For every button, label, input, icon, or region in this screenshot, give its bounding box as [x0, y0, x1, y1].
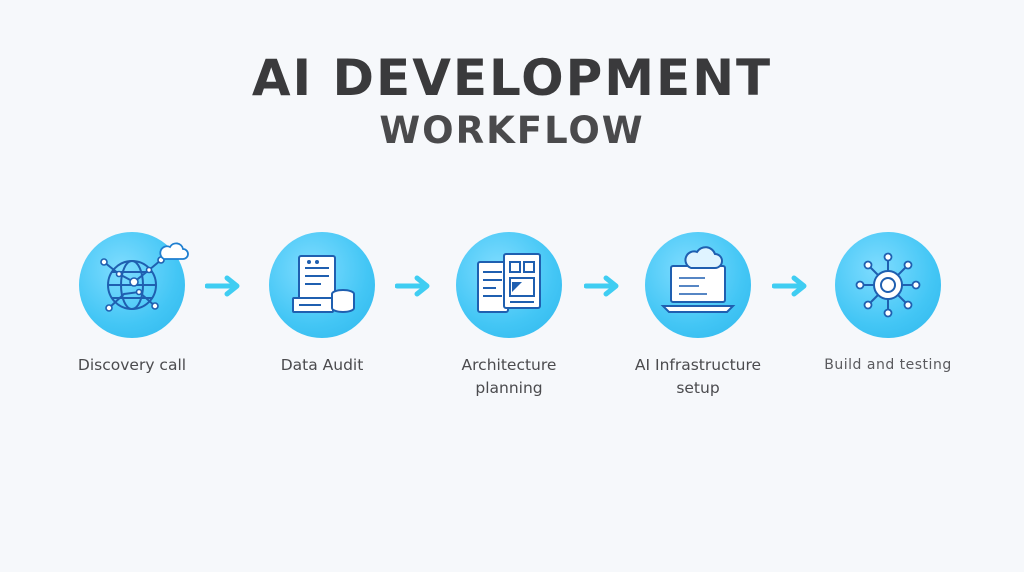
title-line-2: WORKFLOW — [379, 109, 645, 152]
laptop-cloud-icon — [660, 246, 736, 313]
step-label: Discovery call — [77, 356, 187, 374]
document-database-icon — [292, 255, 355, 313]
globe-network-icon — [100, 256, 165, 312]
step-discovery-call: Discovery call — [47, 232, 217, 377]
arrow-right-icon — [395, 275, 430, 297]
cloud-icon — [159, 242, 189, 260]
step-circle — [835, 232, 941, 338]
diagram-title: AI DEVELOPMENT WORKFLOW — [0, 48, 1024, 154]
blueprint-windows-icon — [477, 253, 541, 313]
step-build-and-testing: Build and testing — [803, 232, 973, 377]
step-circle — [456, 232, 562, 338]
step-label: AI Infrastructure setup — [634, 356, 762, 397]
arrow-right-icon — [772, 275, 807, 297]
step-circle — [645, 232, 751, 338]
step-data-audit: Data Audit — [237, 232, 407, 377]
network-hub-icon — [855, 252, 921, 318]
title-line-1: AI DEVELOPMENT — [251, 49, 773, 107]
arrow-right-icon — [584, 275, 619, 297]
step-architecture-planning: Architecture planning — [424, 232, 594, 400]
step-circle — [269, 232, 375, 338]
step-ai-infrastructure-setup: AI Infrastructure setup — [613, 232, 783, 400]
step-label: Build and testing — [824, 357, 952, 373]
step-label: Architecture planning — [461, 356, 557, 397]
arrow-right-icon — [205, 275, 240, 297]
step-label: Data Audit — [280, 356, 364, 374]
